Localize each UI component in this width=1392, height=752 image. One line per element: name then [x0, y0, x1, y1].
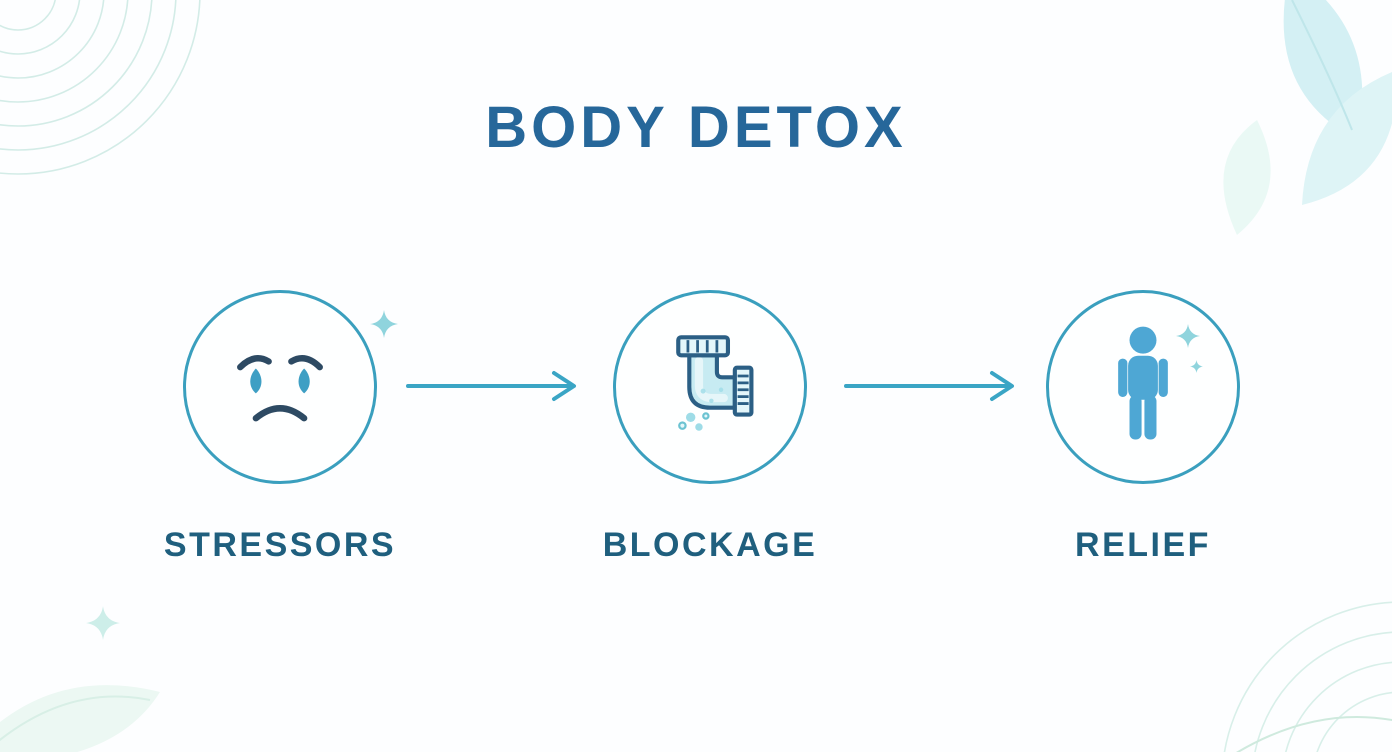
leaf-decoration — [0, 685, 160, 752]
step-label-blockage: BLOCKAGE — [602, 526, 818, 564]
blockage-circle — [613, 290, 807, 484]
relief-circle — [1046, 290, 1240, 484]
sad-face-icon — [237, 355, 323, 422]
step-stressors: STRESSORS — [120, 290, 440, 565]
clogged-pipe-icon — [676, 335, 754, 431]
sparkle-icon — [370, 310, 398, 338]
wave-lines-decoration — [1223, 601, 1392, 752]
step-label-relief: RELIEF — [1075, 526, 1211, 564]
step-label-stressors: STRESSORS — [163, 526, 397, 564]
stressors-circle — [183, 290, 377, 484]
step-relief: RELIEF — [983, 290, 1303, 565]
page-title: BODY DETOX — [485, 95, 907, 160]
relieved-person-icon — [1118, 326, 1168, 440]
sparkle-icon — [1176, 324, 1200, 348]
arrow-right-icon — [406, 371, 576, 401]
step-blockage: BLOCKAGE — [550, 290, 870, 565]
arrow-right-icon — [844, 371, 1014, 401]
sparkle-icon — [86, 606, 120, 640]
sparkle-icon — [1190, 360, 1203, 373]
